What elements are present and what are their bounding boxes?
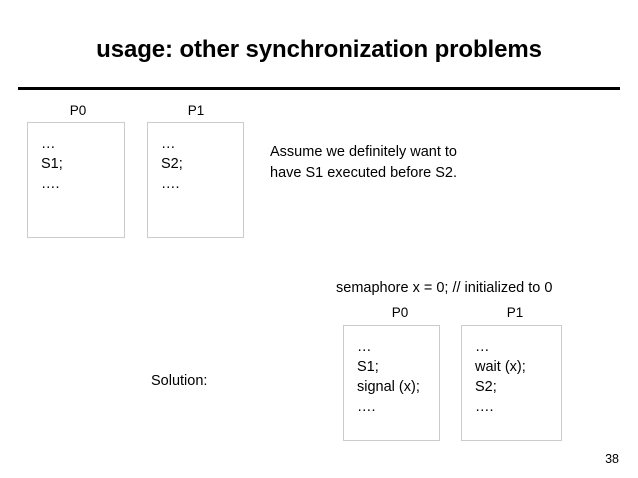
code-line: …. — [161, 176, 180, 192]
code-line: …. — [475, 399, 494, 415]
code-lines-top-p0: … S1; …. — [41, 134, 120, 194]
code-lines-bottom-p1: … wait (x); S2; …. — [475, 337, 557, 417]
process-label-top-p1: P1 — [187, 103, 205, 118]
assumption-line-1: Assume we definitely want to — [270, 144, 457, 160]
code-line: S2; — [475, 379, 497, 395]
code-box-bottom-p1: … wait (x); S2; …. — [461, 325, 562, 441]
code-line: S1; — [41, 156, 63, 172]
code-line: …. — [41, 176, 60, 192]
code-line: S1; — [357, 359, 379, 375]
solution-label: Solution: — [151, 373, 208, 389]
code-lines-top-p1: … S2; …. — [161, 134, 239, 194]
title-divider — [18, 87, 620, 90]
code-line: … — [357, 339, 372, 355]
process-label-top-p0: P0 — [69, 103, 87, 118]
code-box-top-p1: … S2; …. — [147, 122, 244, 238]
semaphore-declaration: semaphore x = 0; // initialized to 0 — [336, 280, 553, 296]
code-line: wait (x); — [475, 359, 526, 375]
code-line: … — [475, 339, 490, 355]
process-label-bottom-p1: P1 — [506, 305, 524, 320]
code-box-top-p0: … S1; …. — [27, 122, 125, 238]
assumption-text: Assume we definitely want to have S1 exe… — [270, 142, 457, 184]
code-box-bottom-p0: … S1; signal (x); …. — [343, 325, 440, 441]
page-title: usage: other synchronization problems — [96, 36, 542, 63]
page-number: 38 — [605, 452, 619, 466]
code-line: signal (x); — [357, 379, 420, 395]
code-line: S2; — [161, 156, 183, 172]
code-line: … — [41, 136, 56, 152]
assumption-line-2: have S1 executed before S2. — [270, 165, 458, 181]
code-line: … — [161, 136, 176, 152]
process-label-bottom-p0: P0 — [391, 305, 409, 320]
code-line: …. — [357, 399, 376, 415]
code-lines-bottom-p0: … S1; signal (x); …. — [357, 337, 435, 417]
